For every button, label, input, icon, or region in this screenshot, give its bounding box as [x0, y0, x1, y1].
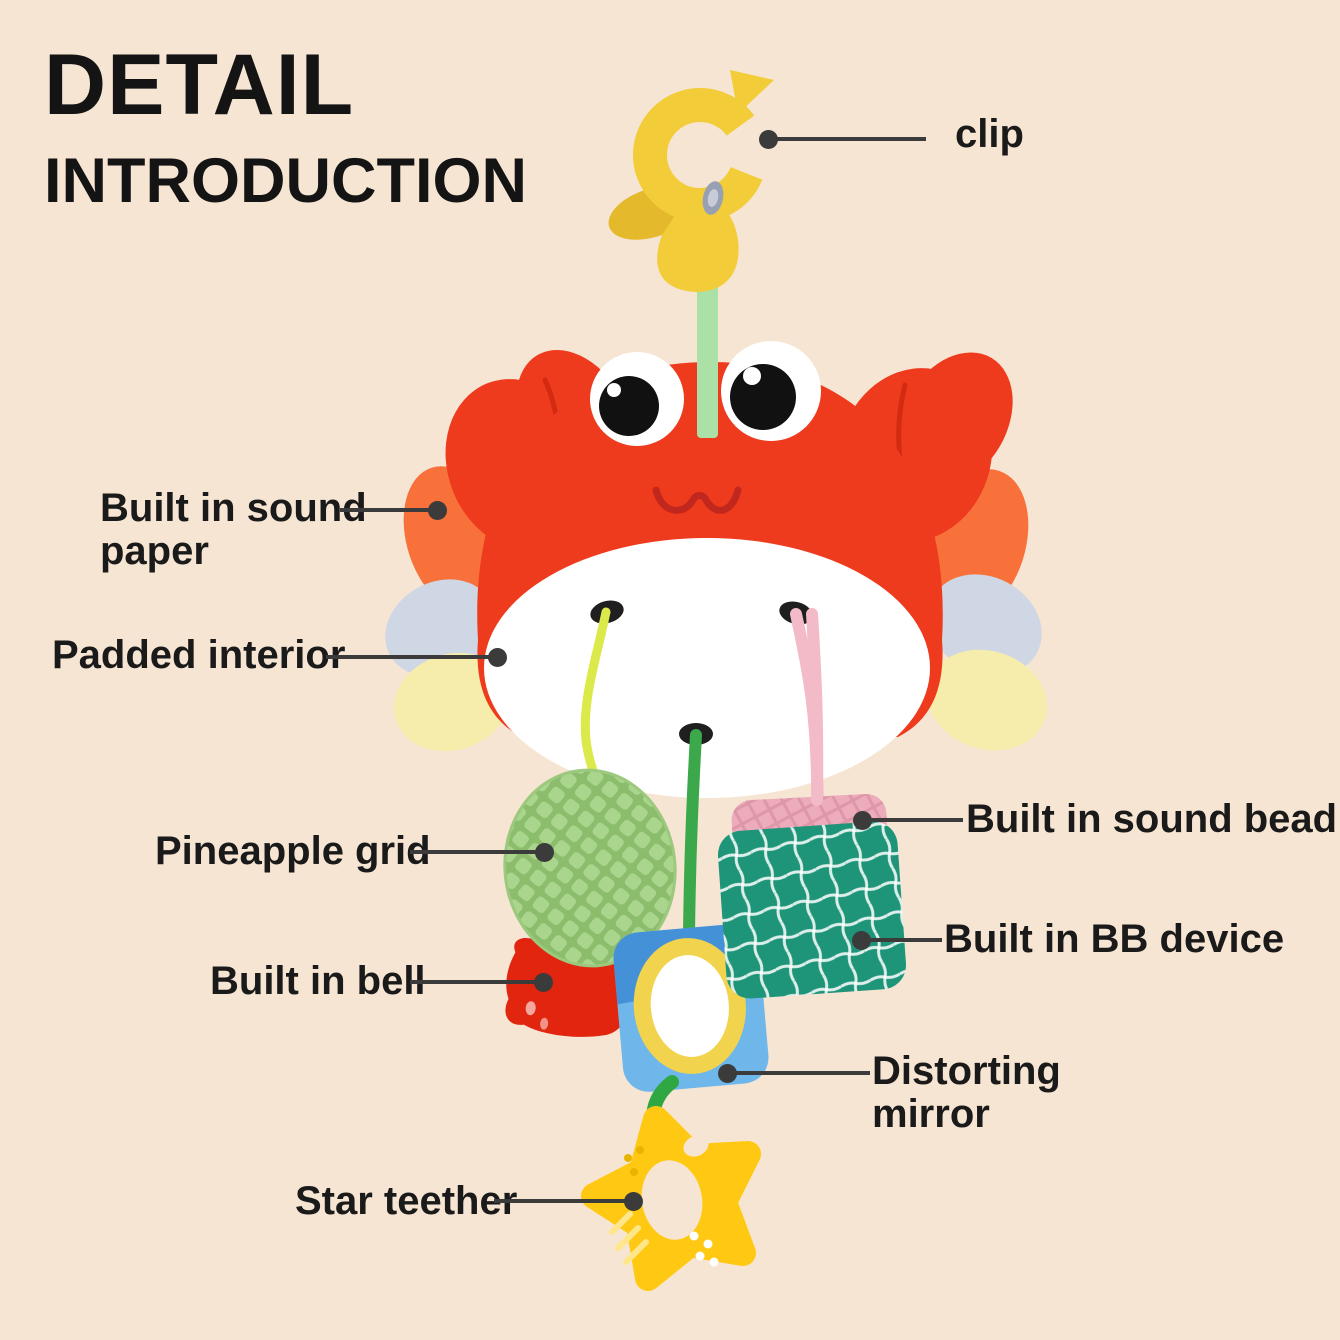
crab-hanging-toy-illustration — [385, 70, 1047, 1291]
leader-dot — [624, 1192, 643, 1211]
pineapple-ball — [503, 768, 677, 968]
belly-grommets — [590, 600, 813, 745]
string-green — [683, 729, 702, 941]
crab-leg-yellow-right — [927, 649, 1047, 751]
clip-beak — [730, 70, 774, 114]
callout-label-clip: clip — [955, 112, 1024, 156]
callout-label-bb-device: Built in BB device — [944, 917, 1285, 961]
page-title-line1: DETAIL — [44, 37, 355, 133]
mirror-face — [650, 955, 729, 1057]
string-yellow — [580, 607, 611, 779]
leader-line — [734, 1071, 870, 1075]
stroller-clip — [608, 70, 774, 292]
callout-label-pineapple-grid: Pineapple grid — [155, 829, 431, 873]
leader-line — [410, 850, 542, 854]
leader-line — [410, 980, 540, 984]
leader-line — [340, 508, 434, 512]
teether-hang-hole — [683, 1135, 709, 1157]
hanging-strap — [697, 264, 718, 438]
teal-fabric — [717, 821, 907, 999]
leader-dot — [853, 811, 872, 830]
callout-label-distorting-mirror: Distorting mirror — [872, 1049, 1061, 1137]
leader-line — [326, 655, 494, 659]
callout-label-sound-paper: Built in sound paper — [100, 486, 367, 574]
leader-line — [494, 1199, 630, 1203]
leader-dot — [534, 973, 553, 992]
callout-label-sound-bead: Built in sound bead — [966, 797, 1338, 841]
leader-line — [868, 938, 942, 942]
clip-hook — [633, 88, 767, 222]
leader-dot — [535, 843, 554, 862]
page-title-line2: INTRODUCTION — [44, 146, 527, 216]
leader-dot — [718, 1064, 737, 1083]
leader-dot — [428, 501, 447, 520]
leader-line — [776, 137, 926, 141]
leader-line — [869, 818, 963, 822]
crab-belly — [484, 538, 930, 798]
page-title: DETAIL INTRODUCTION — [44, 42, 527, 213]
crab-leg-blue-left — [385, 579, 495, 677]
leader-dot — [852, 931, 871, 950]
teether-center-hole — [641, 1160, 703, 1240]
callout-label-padded-interior: Padded interior — [52, 633, 346, 677]
leader-dot — [488, 648, 507, 667]
callout-label-star-teether: Star teether — [295, 1179, 518, 1223]
crab-leg-blue-right — [928, 574, 1042, 676]
crab-eyes — [590, 341, 821, 446]
callout-label-built-in-bell: Built in bell — [210, 959, 426, 1003]
crab-smile — [652, 486, 742, 514]
star-teether — [581, 1106, 761, 1291]
leader-dot — [759, 130, 778, 149]
